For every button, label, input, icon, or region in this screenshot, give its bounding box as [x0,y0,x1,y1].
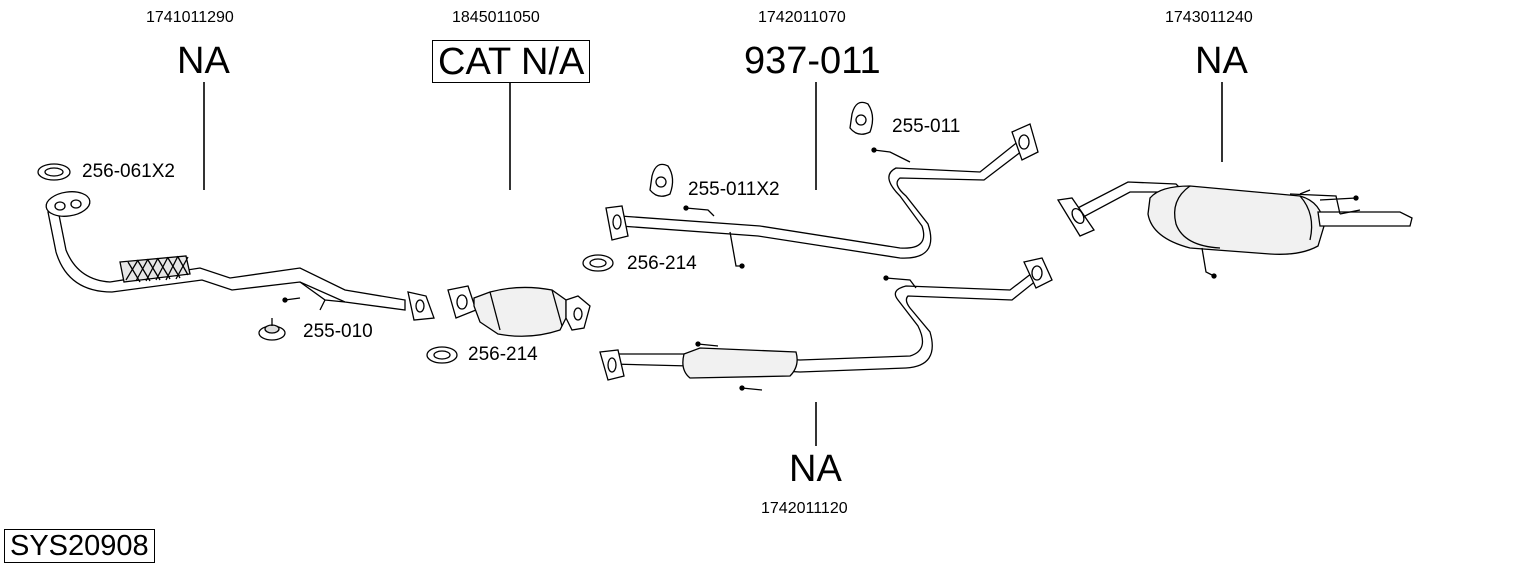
catalytic-converter-drawing [447,285,591,337]
intermediate-pipe-drawing [605,123,1039,269]
fitting-label-255-011X2: 255-011X2 [688,179,780,200]
front-pipe-drawing [45,191,435,321]
part-number-front-pipe: 1741011290 [146,9,234,26]
center-silencer-drawing [599,257,1053,391]
reference-intermediate-pipe: 937-011 [744,40,881,82]
part-number-rear-silencer: 1743011240 [1165,9,1253,26]
gasket-256-214-lower-icon [426,346,458,364]
fitting-label-256-214-lower: 256-214 [468,344,538,365]
rubber-hanger-255-011-icon [849,101,874,135]
gasket-256-061X2-icon [37,163,71,181]
rubber-mount-255-010-icon [258,318,286,341]
reference-center-silencer: NA [789,448,842,490]
gasket-256-214-upper-icon [582,254,614,272]
reference-catalyst: CAT N/A [432,40,591,83]
reference-front-pipe: NA [177,40,230,82]
part-number-catalyst: 1845011050 [452,9,540,26]
rubber-hanger-255-011X2-icon [649,163,674,197]
system-id-label: SYS20908 [4,529,155,563]
rear-silencer-drawing [1056,181,1413,279]
fitting-label-256-061X2: 256-061X2 [82,161,175,182]
fitting-label-255-010: 255-010 [303,321,373,342]
reference-rear-silencer: NA [1195,40,1248,82]
part-number-center-silencer: 1742011120 [761,500,848,517]
fitting-label-255-011: 255-011 [892,116,961,137]
part-number-intermediate-pipe: 1742011070 [758,9,846,26]
fitting-label-256-214-upper: 256-214 [627,253,697,274]
